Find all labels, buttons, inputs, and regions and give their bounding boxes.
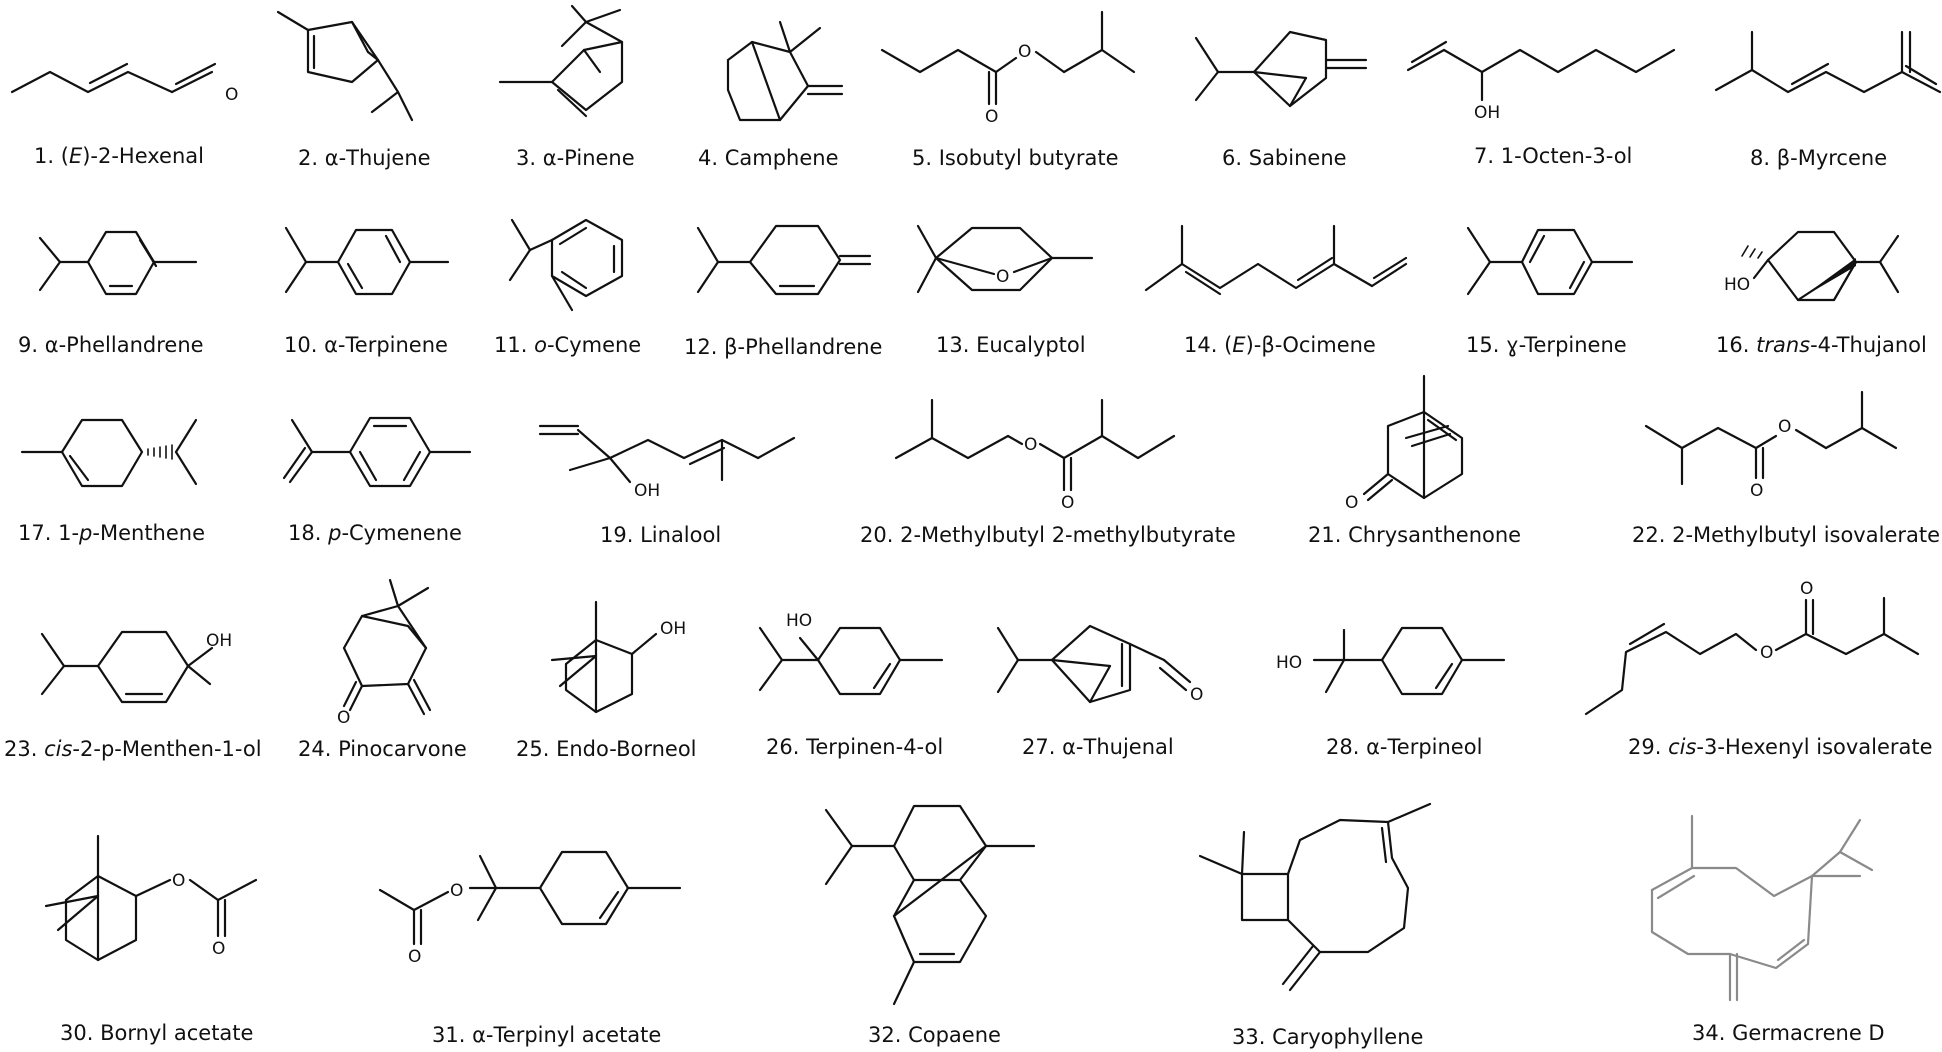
structure-25: OH [550,600,686,714]
hashed-wedge [147,444,173,460]
compound-label-21: 21. Chrysanthenone [1308,523,1521,547]
structure-28: HO [1276,626,1506,696]
compound-label-14: 14. (E)-β-Ocimene [1184,333,1376,357]
structure-26: HO [758,611,944,696]
compound-label-4: 4. Camphene [698,146,839,170]
compound-label-1: 1. (E)-2-Hexenal [34,144,204,168]
compound-label-3: 3. α-Pinene [516,146,635,170]
compound-label-10: 10. α-Terpinene [284,333,448,357]
compound-label-33: 33. Caryophyllene [1232,1025,1423,1049]
structure-9 [38,230,198,296]
structure-33 [1198,802,1432,992]
structure-16: HO [1724,230,1900,302]
compound-labels: 1. (E)-2-Hexenal 2. α-Thujene 3. α-Pinen… [4,144,1940,1049]
compound-label-31: 31. α-Terpinyl acetate [432,1023,661,1047]
structure-8 [1714,30,1942,94]
structure-34 [1650,814,1874,1002]
structure-5: O O [880,10,1136,127]
atom-oxygen: O [1190,685,1203,705]
compound-label-25: 25. Endo-Borneol [516,737,697,761]
compound-label-16: 16. trans-4-Thujanol [1716,333,1927,357]
atom-oxygen: O [1800,579,1813,599]
atom-oxygen: O [1760,643,1773,663]
compound-label-32: 32. Copaene [868,1023,1001,1047]
compound-label-11: 11. o-Cymene [494,333,641,357]
compound-label-28: 28. α-Terpineol [1326,735,1482,759]
atom-oxygen: O [337,708,350,728]
atom-oxygen: O [172,871,185,891]
structure-22: O O [1644,390,1898,501]
structure-11 [508,218,624,312]
atom-hydroxyl: HO [786,611,812,631]
structure-14 [1144,224,1408,296]
compound-label-17: 17. 1-p-Menthene [18,521,205,545]
compound-label-15: 15. ɣ-Terpinene [1466,333,1627,357]
hashed-wedge [1741,245,1763,259]
compound-label-34: 34. Germacrene D [1692,1021,1885,1045]
structure-30: O O [44,834,258,962]
compound-label-8: 8. β-Myrcene [1750,146,1887,170]
compound-label-27: 27. α-Thujenal [1022,735,1174,759]
atom-oxygen: O [1061,493,1074,513]
structure-17 [20,418,198,488]
compound-label-5: 5. Isobutyl butyrate [912,146,1119,170]
compound-label-26: 26. Terpinen-4-ol [766,735,943,759]
compound-label-30: 30. Bornyl acetate [60,1021,253,1045]
atom-oxygen: O [212,939,225,959]
structure-2 [276,10,414,122]
structure-21: O [1345,374,1464,513]
structure-24: O [337,578,432,728]
atom-hydroxyl: OH [206,631,232,651]
compound-label-7: 7. 1-Octen-3-ol [1474,144,1632,168]
atom-hydroxyl: HO [1724,275,1750,295]
atom-oxygen: O [996,267,1009,287]
compound-label-22: 22. 2-Methylbutyl isovalerate [1632,523,1940,547]
atom-oxygen: O [1750,481,1763,501]
compound-label-20: 20. 2-Methylbutyl 2-methylbutyrate [860,523,1236,547]
compound-label-24: 24. Pinocarvone [298,737,467,761]
structure-23: OH [40,630,232,704]
structure-31: O O [378,850,682,967]
atom-hydroxyl: OH [1474,103,1500,123]
atom-hydroxyl: OH [634,481,660,501]
structure-29: O O [1584,579,1920,716]
structure-20: O O [894,398,1176,513]
compound-label-19: 19. Linalool [600,523,721,547]
structure-15 [1466,226,1634,296]
structure-1: O [10,62,238,105]
compound-label-18: 18. p-Cymenene [288,521,462,545]
atom-oxygen: O [408,947,421,967]
structure-18 [282,416,472,488]
compound-label-9: 9. α-Phellandrene [18,333,204,357]
structure-19: OH [538,424,796,501]
structure-27: O [996,624,1203,705]
structure-32 [824,804,1036,1006]
atom-hydroxyl: HO [1276,653,1302,673]
compound-label-12: 12. β-Phellandrene [684,335,882,359]
compound-label-23: 23. cis-2-p-Menthen-1-ol [4,737,262,761]
structure-12 [696,224,872,296]
compound-label-13: 13. Eucalyptol [936,333,1086,357]
compound-label-2: 2. α-Thujene [298,146,431,170]
atom-oxygen: O [225,85,238,105]
atom-oxygen: O [1778,417,1791,437]
atom-oxygen: O [1018,42,1031,62]
structure-10 [284,226,450,296]
atom-oxygen: O [450,881,463,901]
structure-3 [498,4,624,118]
compound-label-29: 29. cis-3-Hexenyl isovalerate [1628,735,1933,759]
compound-label-6: 6. Sabinene [1222,146,1347,170]
atom-oxygen: O [985,107,998,127]
structure-4 [726,20,844,122]
structure-13: O [916,224,1094,294]
atom-oxygen: O [1345,493,1358,513]
atom-hydroxyl: OH [660,619,686,639]
atom-oxygen: O [1024,435,1037,455]
structure-6 [1194,30,1368,108]
structure-7: OH [1406,40,1676,123]
